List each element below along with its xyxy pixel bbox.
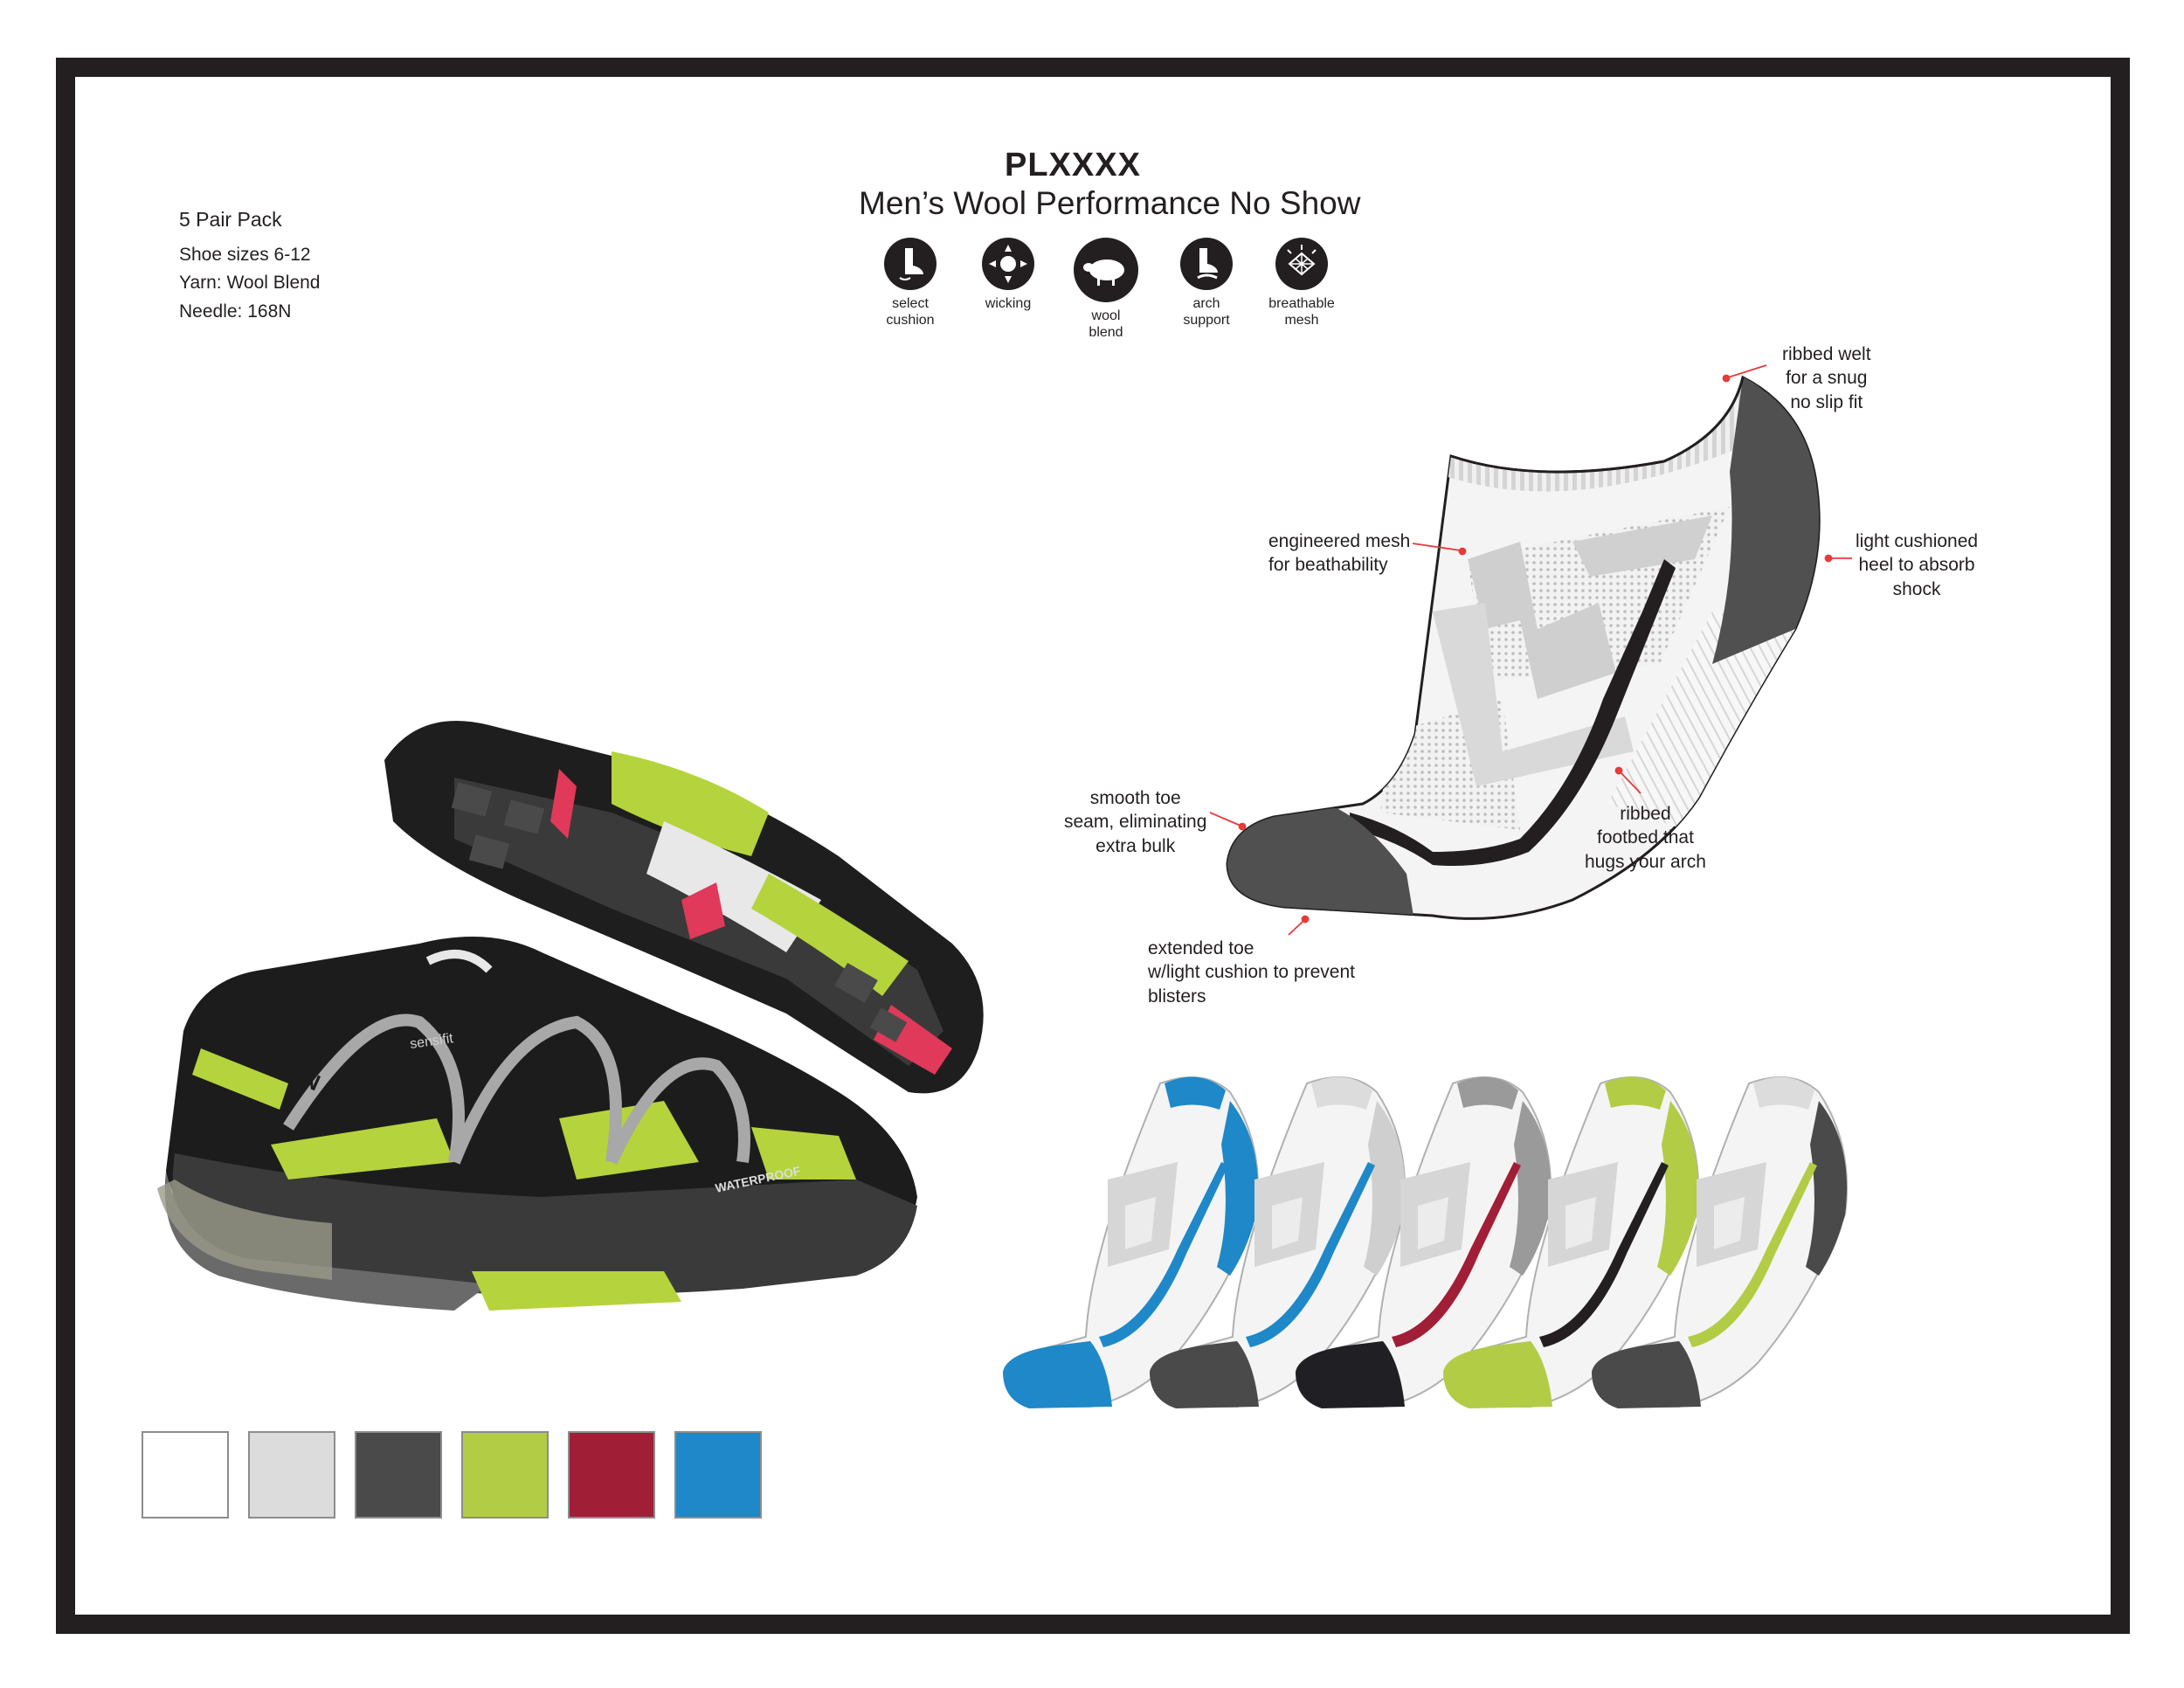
callout-line: ribbed welt xyxy=(1782,344,1871,364)
sock-colorway-3 xyxy=(1296,1076,1552,1408)
callout-line: shock xyxy=(1892,578,1941,599)
feature-wicking: wicking xyxy=(951,238,1065,312)
mesh-icon xyxy=(1275,238,1328,290)
wicking-icon xyxy=(982,238,1034,290)
swatch-heather-grey xyxy=(248,1431,335,1519)
sock-colorway-row xyxy=(1003,1076,1848,1408)
page-frame xyxy=(56,58,2130,1634)
feature-label: mesh xyxy=(1284,313,1319,329)
callout-line: for a snug xyxy=(1786,368,1868,389)
style-code: PLXXXX xyxy=(1005,147,1141,183)
feature-label: select xyxy=(892,296,929,311)
swatch-charcoal xyxy=(355,1431,442,1519)
callout-heel: light cushioned heel to absorb shock xyxy=(1856,529,1978,601)
shoe-sensifit-text: sensifit xyxy=(409,1031,454,1052)
swatch-lime xyxy=(461,1431,549,1519)
shoe-sizes: Shoe sizes 6-12 xyxy=(179,244,311,265)
callout-extended-toe: extended toe w/light cushion to prevent … xyxy=(1148,937,1355,1008)
feature-breathable-mesh: breathable mesh xyxy=(1245,238,1358,329)
callout-line: no slip fit xyxy=(1790,391,1863,412)
callout-line: light cushioned xyxy=(1856,531,1979,551)
callout-line: extra bulk xyxy=(1095,835,1176,856)
callout-line: heel to absorb xyxy=(1858,555,1975,576)
callout-line: ribbed xyxy=(1620,804,1671,824)
sock-colorway-4 xyxy=(1443,1076,1699,1408)
sock-colorway-5 xyxy=(1592,1076,1848,1408)
spec-list: 5 Pair Pack Shoe sizes 6-12 Yarn: Wool B… xyxy=(179,204,320,326)
product-name: Men’s Wool Performance No Show xyxy=(859,185,1361,221)
callout-line: hugs your arch xyxy=(1585,851,1706,872)
callout-line: blisters xyxy=(1148,986,1206,1007)
feature-label: arch xyxy=(1192,296,1220,311)
callout-line: seam, eliminating xyxy=(1064,812,1207,833)
arch-support-icon xyxy=(1180,238,1233,290)
shoe-photo: SALOMON sensifit WATERPROOF xyxy=(157,721,984,1311)
swatch-white xyxy=(142,1431,229,1519)
callout-footbed: ribbed footbed that hugs your arch xyxy=(1585,802,1706,874)
needle: Needle: 168N xyxy=(179,301,292,322)
main-sock-illustration xyxy=(1226,375,1821,920)
callout-ribbed-welt: ribbed welt for a snug no slip fit xyxy=(1782,342,1871,414)
feature-select-cushion: select cushion xyxy=(854,238,967,329)
callout-line: for beathability xyxy=(1268,555,1388,576)
sock-colorway-1 xyxy=(1003,1076,1259,1408)
callout-line: smooth toe xyxy=(1089,788,1181,808)
callout-line: extended toe xyxy=(1148,938,1254,958)
callout-engineered-mesh: engineered mesh for beathability xyxy=(1268,529,1410,578)
callout-leaders xyxy=(1209,364,1852,936)
feature-label: breathable xyxy=(1268,296,1335,311)
callout-line: w/light cushion to prevent xyxy=(1148,962,1355,983)
feature-label: support xyxy=(1183,313,1230,329)
feature-wool-blend: wool blend xyxy=(1049,238,1163,341)
sheep-icon xyxy=(1074,238,1138,302)
pack-size: 5 Pair Pack xyxy=(179,208,282,231)
swatch-burgundy xyxy=(568,1431,655,1519)
feature-label: cushion xyxy=(886,313,935,329)
feature-label: wicking xyxy=(985,296,1032,311)
callout-toe-seam: smooth toe seam, eliminating extra bulk xyxy=(1064,786,1206,858)
yarn: Yarn: Wool Blend xyxy=(179,273,321,294)
feature-label: blend xyxy=(1089,325,1123,341)
swatch-blue xyxy=(674,1431,762,1519)
callout-line: footbed that xyxy=(1596,827,1694,848)
foot-cushion-icon xyxy=(884,238,936,290)
sock-colorway-2 xyxy=(1150,1076,1406,1408)
feature-arch-support: arch support xyxy=(1150,238,1263,329)
feature-label: wool xyxy=(1091,308,1121,323)
callout-line: engineered mesh xyxy=(1268,531,1411,551)
